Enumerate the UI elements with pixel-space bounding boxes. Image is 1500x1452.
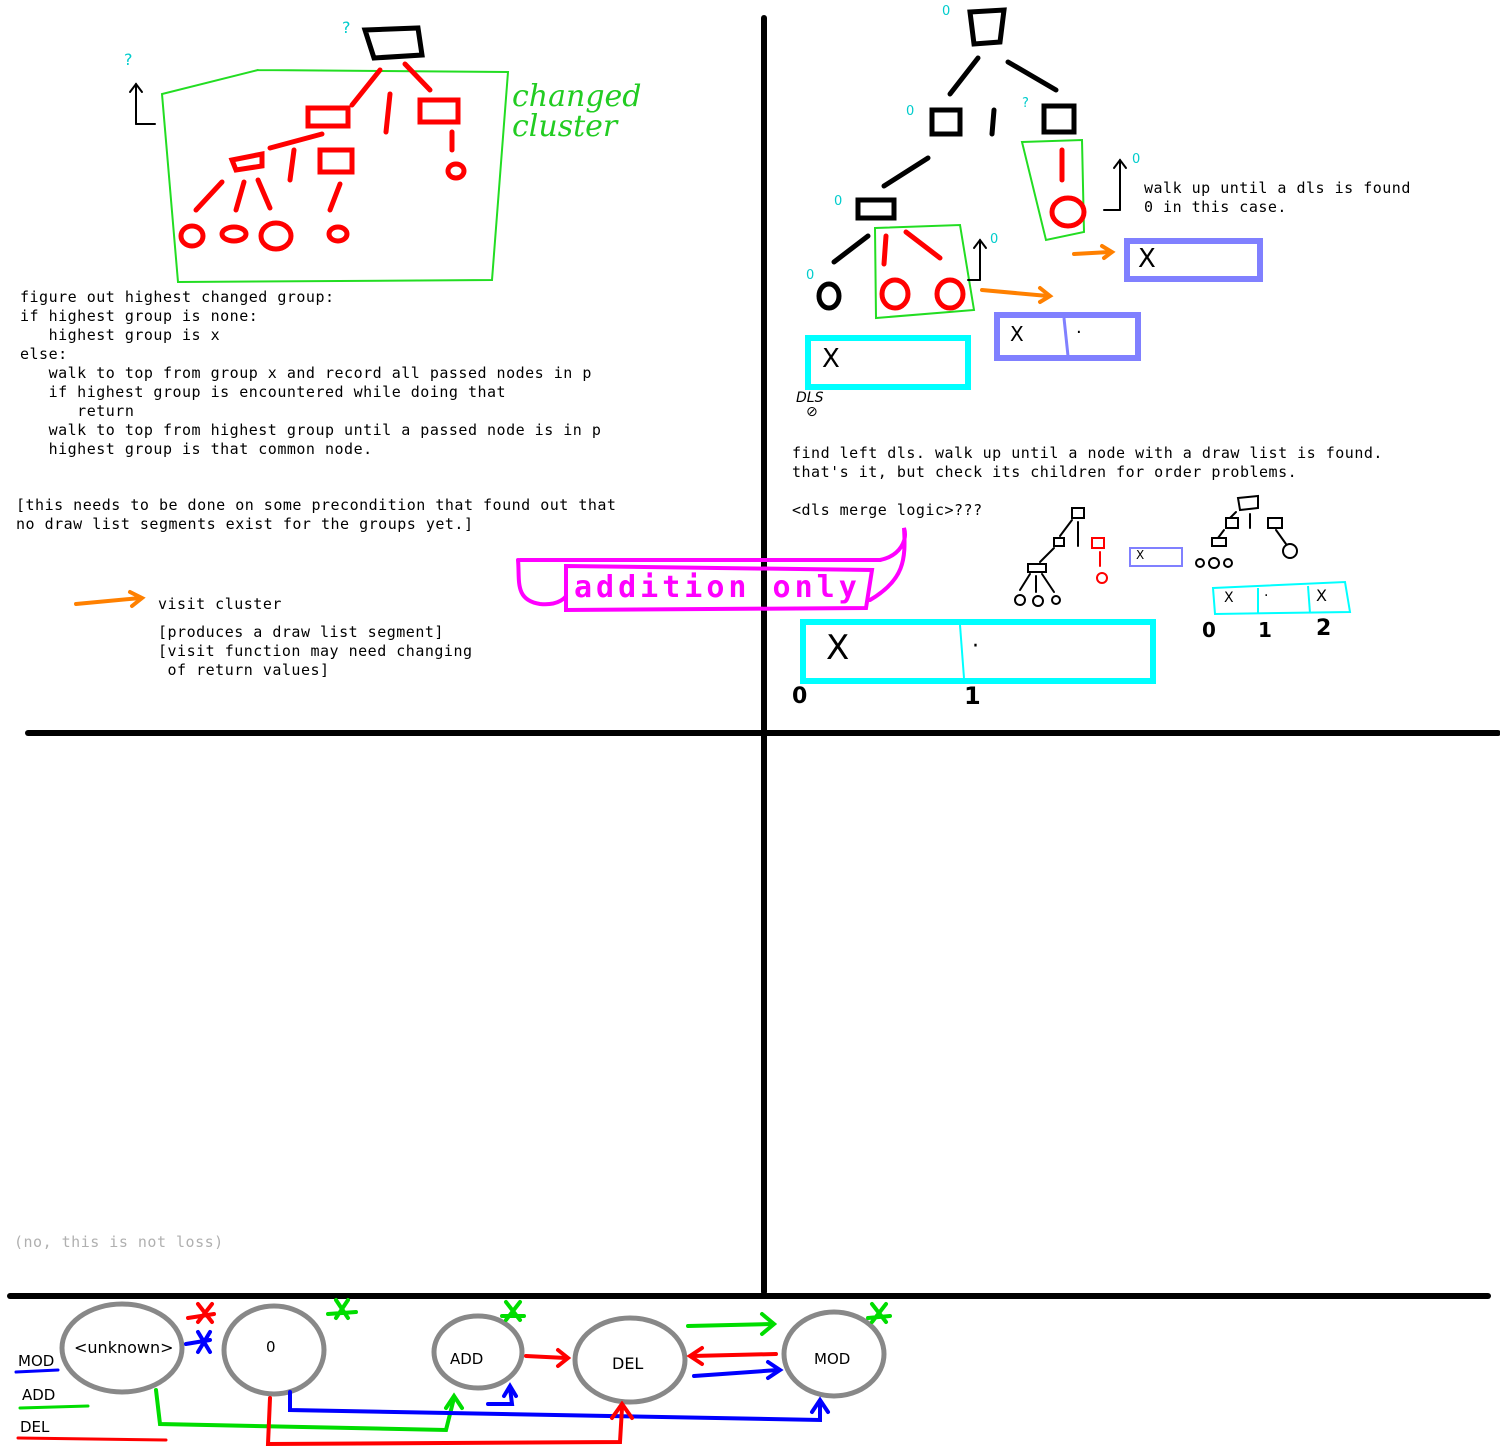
merge-logic-note: <dls merge logic>??? — [792, 501, 983, 519]
dls-label: DLS — [796, 390, 824, 406]
left-question-mark: ? — [124, 50, 133, 69]
state-zero-label: 0 — [266, 1338, 276, 1356]
big-index-0: 0 — [792, 684, 808, 709]
find-left-note: find left dls. walk up until a node with… — [792, 444, 1383, 481]
mini-trees — [1014, 494, 1298, 607]
small-cell-x-0: X — [1224, 590, 1234, 606]
legend-add-line — [18, 1404, 90, 1410]
big-cell-x: X — [826, 628, 850, 668]
state-machine — [14, 1298, 892, 1447]
small-cell-x-2: X — [1316, 586, 1327, 605]
question-mark-right: ? — [1022, 96, 1029, 111]
big-cell-dot: · — [972, 634, 979, 659]
addition-only-text: addition only — [574, 570, 861, 605]
zero-label-group: 0 — [990, 232, 999, 247]
legend-mod-line — [14, 1368, 60, 1374]
cluster-outline — [160, 69, 510, 284]
precondition-note: [this needs to be done on some precondit… — [16, 496, 617, 533]
zero-label-left: 0 — [906, 104, 915, 119]
legend-add-label: ADD — [22, 1386, 56, 1404]
small-index-0: 0 — [1202, 618, 1216, 642]
big-index-1: 1 — [964, 682, 981, 710]
cell-x-mid: X — [1010, 322, 1024, 346]
root-question-mark: ? — [342, 18, 351, 37]
state-mod-label: MOD — [814, 1350, 851, 1368]
state-zero-shape — [221, 1303, 327, 1397]
state-add-label: ADD — [450, 1350, 484, 1368]
small-cell-dot-1: · — [1264, 588, 1269, 604]
state-unknown-label: <unknown> — [74, 1338, 174, 1357]
state-del-shape — [572, 1315, 688, 1405]
not-loss-note: (no, this is not loss) — [14, 1233, 224, 1251]
legend-mod-label: MOD — [18, 1352, 55, 1370]
state-mod-shape — [781, 1309, 887, 1399]
zero-label-right-arrow: 0 — [1132, 152, 1141, 167]
pseudocode-block: figure out highest changed group: if hig… — [20, 288, 602, 458]
changed-cluster-tree — [129, 25, 510, 284]
state-unknown-shape — [59, 1301, 185, 1395]
addition-only-banner — [516, 527, 907, 613]
cell-dot-mid: · — [1076, 322, 1082, 343]
dls-boxes — [800, 238, 1352, 684]
small-index-2: 2 — [1316, 616, 1332, 641]
zero-label-mid: 0 — [834, 194, 843, 209]
dls-symbol: ⊘ — [806, 404, 818, 420]
cell-x-dls: X — [822, 344, 840, 374]
orange-arrow-legend — [74, 590, 146, 608]
small-index-1: 1 — [1258, 618, 1272, 642]
root-node — [361, 25, 425, 61]
quadrant-dividers — [7, 15, 1500, 1299]
zero-label-root: 0 — [942, 4, 951, 19]
dls-tree — [816, 7, 1127, 320]
state-del-label: DEL — [612, 1354, 644, 1373]
state-add-shape — [431, 1313, 525, 1391]
mini-cell-x: X — [1136, 548, 1145, 562]
changed-cluster-label: changed cluster — [512, 79, 642, 144]
cell-x-right: X — [1138, 244, 1156, 274]
legend-del-line — [16, 1436, 168, 1442]
legend-del-label: DEL — [20, 1418, 50, 1436]
legend-visit-cluster: visit cluster — [158, 595, 282, 613]
legend-visit-notes: [produces a draw list segment] [visit fu… — [158, 623, 473, 679]
zero-label-leaf: 0 — [806, 268, 815, 283]
walk-up-note: walk up until a dls is found 0 in this c… — [1144, 179, 1411, 216]
